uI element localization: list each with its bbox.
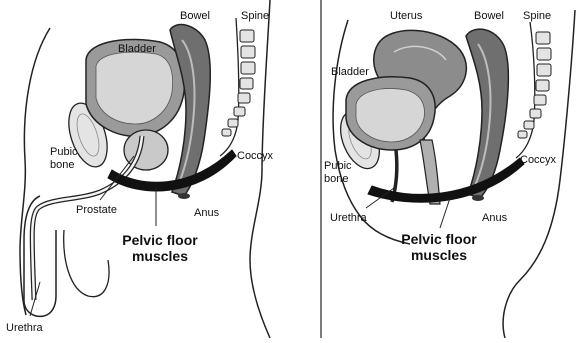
male-label-bowel: Bowel xyxy=(180,10,210,22)
female-bladder-lining xyxy=(356,89,424,142)
male-anus xyxy=(178,193,190,199)
male-scrotum-outline xyxy=(64,230,109,297)
male-label-pelvic-floor-line1: Pelvic floor xyxy=(112,232,208,248)
female-label-spine: Spine xyxy=(523,10,551,22)
female-label-urethra: Urethra xyxy=(330,212,367,224)
male-label-spine: Spine xyxy=(241,10,269,22)
female-label-uterus: Uterus xyxy=(390,10,422,22)
female-pelvic-floor-muscle xyxy=(368,158,524,202)
female-label-bowel: Bowel xyxy=(474,10,504,22)
male-penis-outline xyxy=(24,196,56,316)
male-label-urethra: Urethra xyxy=(6,322,43,334)
male-label-pelvic-floor: Pelvic floor muscles xyxy=(112,232,208,264)
female-label-anus: Anus xyxy=(482,212,507,224)
male-label-bladder: Bladder xyxy=(118,43,156,55)
male-label-coccyx: Coccyx xyxy=(237,150,273,162)
female-anus xyxy=(472,195,484,201)
male-label-pubic-bone: Pubic bone xyxy=(50,146,78,172)
male-prostate xyxy=(124,130,168,170)
female-label-pubic-bone: Pubic bone xyxy=(324,160,352,186)
female-label-pelvic-floor-line2: muscles xyxy=(391,247,487,263)
female-panel xyxy=(333,10,575,338)
male-label-anus: Anus xyxy=(194,207,219,219)
female-pelvic-floor-pointer xyxy=(440,198,450,228)
female-label-pelvic-floor: Pelvic floor muscles xyxy=(391,231,487,263)
female-label-pelvic-floor-line1: Pelvic floor xyxy=(391,231,487,247)
male-bladder-lining xyxy=(96,52,173,124)
male-label-prostate: Prostate xyxy=(76,204,117,216)
female-label-bladder: Bladder xyxy=(331,66,369,78)
male-label-pelvic-floor-line2: muscles xyxy=(112,248,208,264)
female-label-coccyx: Coccyx xyxy=(520,154,556,166)
